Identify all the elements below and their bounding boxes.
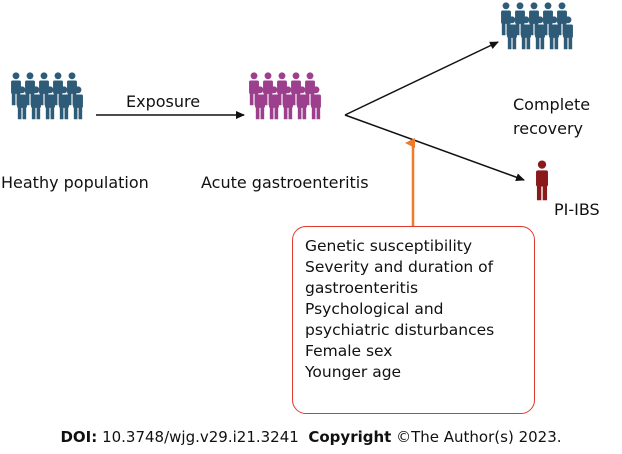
complete-recovery-icon bbox=[501, 2, 573, 50]
citation-footer: DOI: 10.3748/wjg.v29.i21.3241 Copyright … bbox=[0, 428, 622, 446]
pi-ibs-person-icon bbox=[536, 160, 548, 201]
person-icon bbox=[59, 86, 69, 120]
acute-gastroenteritis-icon bbox=[249, 72, 321, 120]
person-icon bbox=[31, 86, 41, 120]
factor-younger-age: Younger age bbox=[305, 363, 402, 381]
factor-psychological: Psychological and psychiatric disturbanc… bbox=[305, 300, 495, 339]
person-icon bbox=[73, 86, 83, 120]
exposure-label: Exposure bbox=[126, 92, 201, 111]
factor-genetic: Genetic susceptibility bbox=[305, 237, 473, 255]
person-icon bbox=[507, 16, 517, 50]
copyright-value: ©The Author(s) 2023. bbox=[396, 428, 562, 446]
recovery-arrow bbox=[344, 41, 499, 116]
doi-value: 10.3748/wjg.v29.i21.3241 bbox=[102, 428, 299, 446]
person-icon bbox=[535, 16, 545, 50]
person-icon bbox=[297, 86, 307, 120]
risk-factors-box: Genetic susceptibility Severity and dura… bbox=[292, 226, 535, 414]
complete-recovery-label: Complete recovery bbox=[513, 95, 591, 138]
factor-severity: Severity and duration of gastroenteritis bbox=[305, 258, 494, 297]
acute-gastroenteritis-label: Acute gastroenteritis bbox=[201, 173, 369, 192]
copyright-label: Copyright bbox=[308, 428, 392, 446]
person-icon bbox=[536, 160, 548, 201]
person-icon bbox=[269, 86, 279, 120]
pi-ibs-arrow bbox=[344, 114, 525, 182]
factor-female-sex: Female sex bbox=[305, 342, 393, 360]
person-icon bbox=[311, 86, 321, 120]
person-icon bbox=[45, 86, 55, 120]
person-icon bbox=[521, 16, 531, 50]
person-icon bbox=[549, 16, 559, 50]
person-icon bbox=[563, 16, 573, 50]
healthy-population-label: Heathy population bbox=[1, 173, 149, 192]
healthy-population-icon bbox=[11, 72, 83, 120]
doi-label: DOI: bbox=[60, 428, 98, 446]
person-icon bbox=[255, 86, 265, 120]
pi-ibs-label: PI-IBS bbox=[554, 200, 600, 219]
person-icon bbox=[557, 2, 567, 36]
person-icon bbox=[17, 86, 27, 120]
person-icon bbox=[283, 86, 293, 120]
